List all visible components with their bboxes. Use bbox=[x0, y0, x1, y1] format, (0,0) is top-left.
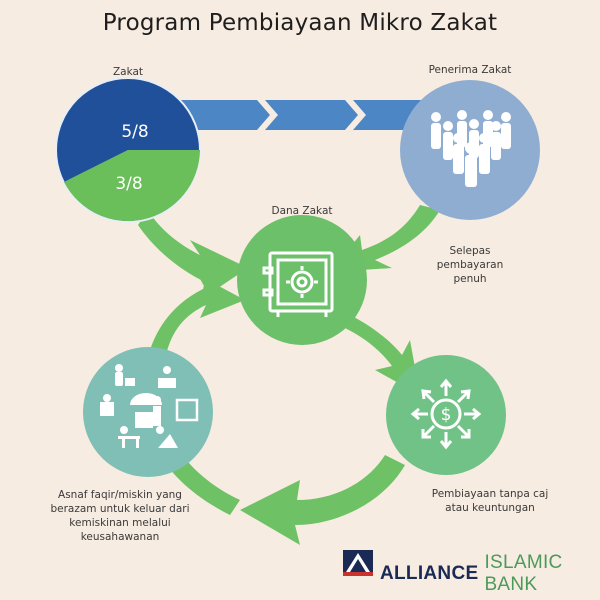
asnaf-line-2: berazam untuk keluar dari bbox=[50, 503, 190, 515]
svg-text:$: $ bbox=[441, 405, 452, 425]
pie-slice-blue-label: 5/8 bbox=[121, 122, 149, 142]
alliance-logo-mark bbox=[343, 550, 373, 576]
asnaf-circle bbox=[83, 347, 213, 477]
page-title: Program Pembiayaan Mikro Zakat bbox=[102, 10, 498, 36]
green-arrows bbox=[138, 205, 440, 545]
selepas-line-1: Selepas bbox=[449, 245, 491, 257]
asnaf-line-4: keusahawanan bbox=[80, 531, 160, 543]
brand-bold-text: ALLIANCE bbox=[380, 563, 479, 584]
dana-circle bbox=[237, 215, 367, 345]
penerima-circle bbox=[400, 80, 540, 220]
dollar-distribution-icon: $ bbox=[410, 378, 482, 450]
selepas-annotation: Selepas pembayaran penuh bbox=[420, 244, 520, 286]
selepas-line-3: penuh bbox=[453, 273, 487, 285]
small-business-icons bbox=[100, 364, 199, 448]
asnaf-line-3: kemiskinan melalui bbox=[69, 517, 171, 529]
people-group-icon bbox=[431, 110, 511, 187]
pembiayaan-circle: $ bbox=[386, 355, 506, 475]
zakat-pie-chart bbox=[55, 77, 201, 223]
blue-arrow-chain bbox=[175, 100, 430, 130]
pembiayaan-line-2: atau keuntungan bbox=[445, 502, 535, 514]
brand-light-text: ISLAMIC BANK bbox=[484, 552, 563, 595]
selepas-line-2: pembayaran bbox=[436, 259, 504, 271]
penerima-label: Penerima Zakat bbox=[428, 64, 512, 76]
asnaf-label: Asnaf faqir/miskin yang berazam untuk ke… bbox=[40, 488, 200, 544]
zakat-label: Zakat bbox=[112, 66, 144, 78]
dana-label: Dana Zakat bbox=[271, 205, 333, 217]
pembiayaan-label: Pembiayaan tanpa caj atau keuntungan bbox=[420, 487, 560, 515]
alliance-islamic-bank-logo: ALLIANCE ISLAMIC BANK bbox=[380, 552, 600, 596]
asnaf-line-1: Asnaf faqir/miskin yang bbox=[58, 489, 182, 501]
safe-vault-icon bbox=[262, 251, 334, 317]
pie-slice-green-label: 3/8 bbox=[115, 174, 143, 194]
pembiayaan-line-1: Pembiayaan tanpa caj bbox=[431, 488, 549, 500]
